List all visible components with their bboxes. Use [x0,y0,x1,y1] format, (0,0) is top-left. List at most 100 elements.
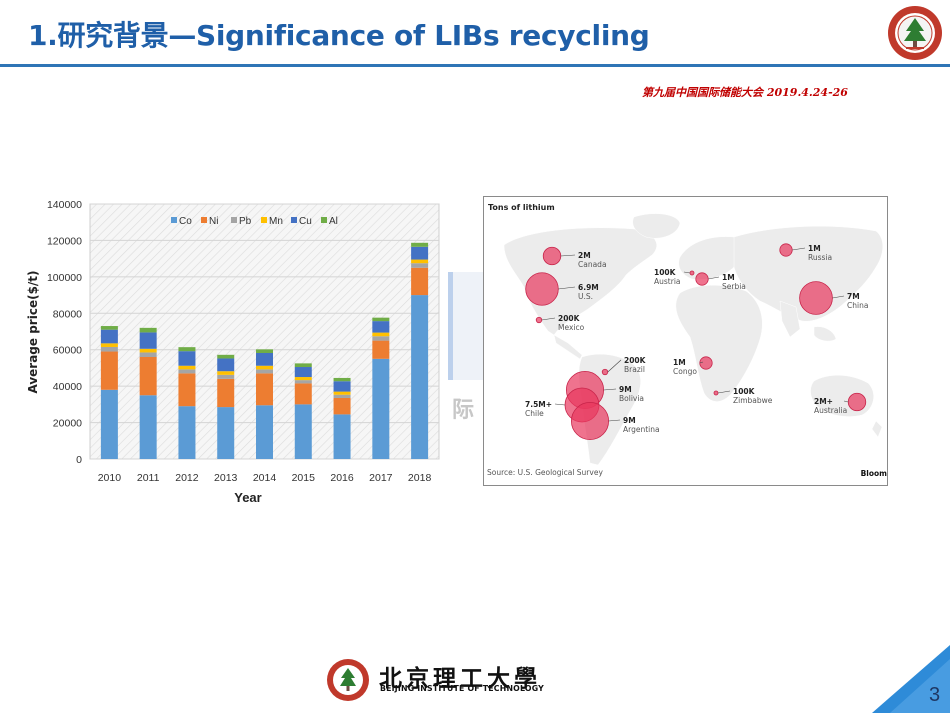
leader-line [717,390,731,394]
deposit-value: 1M [673,358,686,367]
deposit-country: Serbia [722,282,746,291]
deposit-bubble [713,390,719,396]
x-tick-label: 2012 [175,472,199,484]
bar-segment-co [294,404,312,459]
bar-segment-pb [178,369,196,374]
bar-segment-al [139,327,157,333]
leader-line [560,254,576,257]
legend-label: Cu [299,216,312,227]
bar-segment-cu [294,367,312,378]
deposit-bubble [847,392,867,412]
deposit-country: Canada [578,260,607,269]
continent-shapes [503,213,883,466]
legend-swatch [321,217,327,223]
corner-triangle [872,645,950,713]
university-name-en: BEIJING INSTITUTE OF TECHNOLOGY [380,684,544,693]
deposit-value: 7M [847,292,860,301]
bar-segment-cu [100,329,118,344]
x-tick-label: 2014 [253,472,277,484]
bar-segment-al [100,326,118,330]
deposit-country: Russia [808,253,832,262]
leader-line [608,419,621,422]
legend-label: Pb [239,216,252,227]
bar-segment-mn [100,343,118,347]
bar-segment-cu [139,332,157,349]
leader-line [603,388,617,391]
x-tick-label: 2015 [292,472,316,484]
leader-line [708,276,720,280]
conference-caption: 第九届中国国际储能大会 2019.4.24-26 [642,86,848,99]
bar-segment-ni [372,340,390,359]
bar-segment-co [217,407,235,459]
bar-segment-pb [256,369,273,374]
bar-segment-al [411,242,429,247]
legend-swatch [201,217,207,223]
deposit-bubble [601,368,609,376]
x-tick-label: 2017 [369,472,393,484]
deposit-country: U.S. [578,292,593,301]
bar-segment-pb [333,394,351,398]
deposit-country: Bolivia [619,394,644,403]
deposit-value: 200K [624,356,647,365]
leader-line [699,361,704,364]
bar-segment-cu [333,381,351,392]
deposit-bubble [779,243,793,257]
bar-stack [333,377,351,459]
university-name-cn: 北京理工大學 [379,665,541,692]
leader-line [607,359,622,373]
legend-swatch [171,217,177,223]
deposit-value: 100K [654,268,677,277]
bar-segment-al [256,349,273,353]
bar-segment-cu [217,358,235,372]
deposit-bubble [571,401,610,440]
bar-segment-co [256,405,273,459]
y-tick-label: 100000 [47,272,82,284]
leader-line [558,286,576,290]
deposit-bubble [535,316,543,324]
deposit-value: 1M [808,244,821,253]
bar-stack [294,363,312,459]
y-tick-label: 80000 [53,308,82,320]
deposit-value: 6.9M [578,283,599,292]
deposit-country: Mexico [558,323,585,332]
bar-segment-al [333,377,351,382]
bar-segment-al [372,317,390,322]
legend-swatch [261,217,267,223]
y-tick-label: 0 [76,454,82,466]
deposit-value: 7.5M+ [525,400,552,409]
leader-line [843,400,849,403]
deposit-country: Congo [673,367,697,376]
map-title: Tons of lithium [488,203,555,212]
bar-segment-ni [256,373,273,406]
bar-segment-pb [139,352,157,357]
bar-segment-pb [411,263,429,268]
deposit-bubble [699,356,713,370]
metal-price-chart: 020000400006000080000100000120000140000 … [26,199,440,505]
bar-stack [256,349,273,459]
map-source: Source: U.S. Geological Survey [487,468,603,477]
bar-segment-ni [294,383,312,405]
background-panel [448,272,487,380]
bar-segment-pb [100,346,118,352]
deposit-bubble [525,272,559,306]
legend-swatch [231,217,237,223]
bar-stack [139,327,157,459]
deposit-value: 2M [578,251,591,260]
bar-segment-al [294,363,312,368]
deposit-value: 9M [623,416,636,425]
x-tick-label: 2016 [330,472,354,484]
bar-segment-mn [217,371,235,375]
bar-segment-pb [372,336,390,341]
bar-stack [372,317,390,459]
deposit-value: 200K [558,314,581,323]
deposit-value: 2M+ [814,397,833,406]
legend-label: Co [179,216,192,227]
page-number: 3 [929,684,941,706]
deposit-bubble [689,270,695,276]
bar-stack [100,326,118,459]
y-tick-label: 60000 [53,345,82,357]
bar-segment-ni [217,378,235,408]
